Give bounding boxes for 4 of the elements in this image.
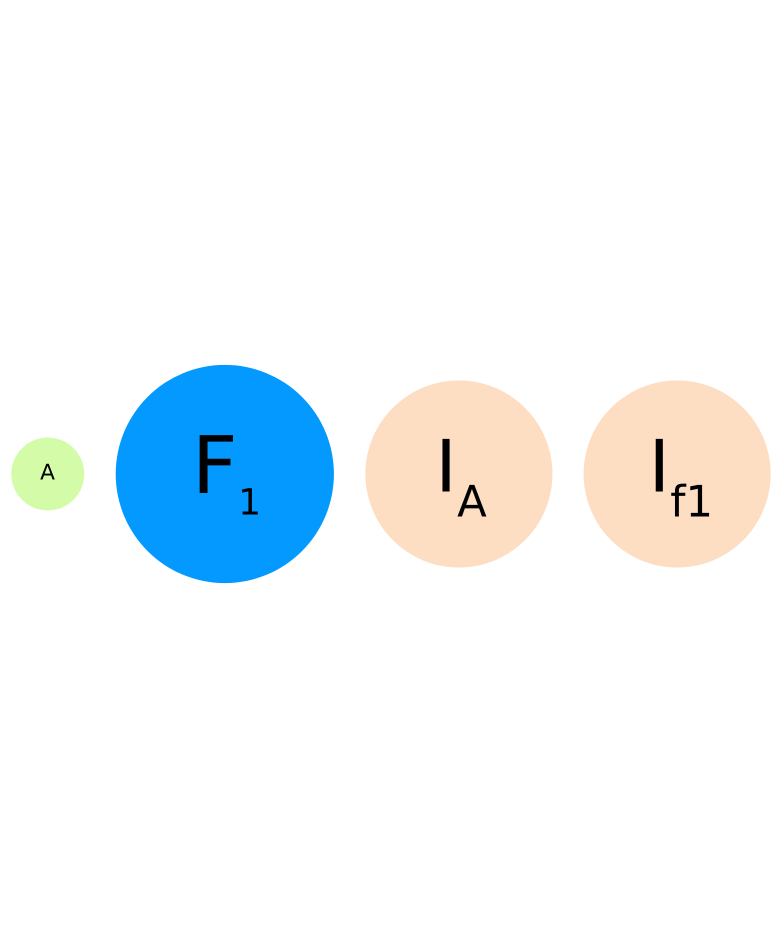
node-circle: I$_{A}$ bbox=[365, 380, 552, 568]
node-circle: A bbox=[11, 437, 84, 510]
node-circle: I$_{f1}$ bbox=[584, 380, 771, 568]
node-circle: F$_{1}$ bbox=[116, 364, 334, 583]
